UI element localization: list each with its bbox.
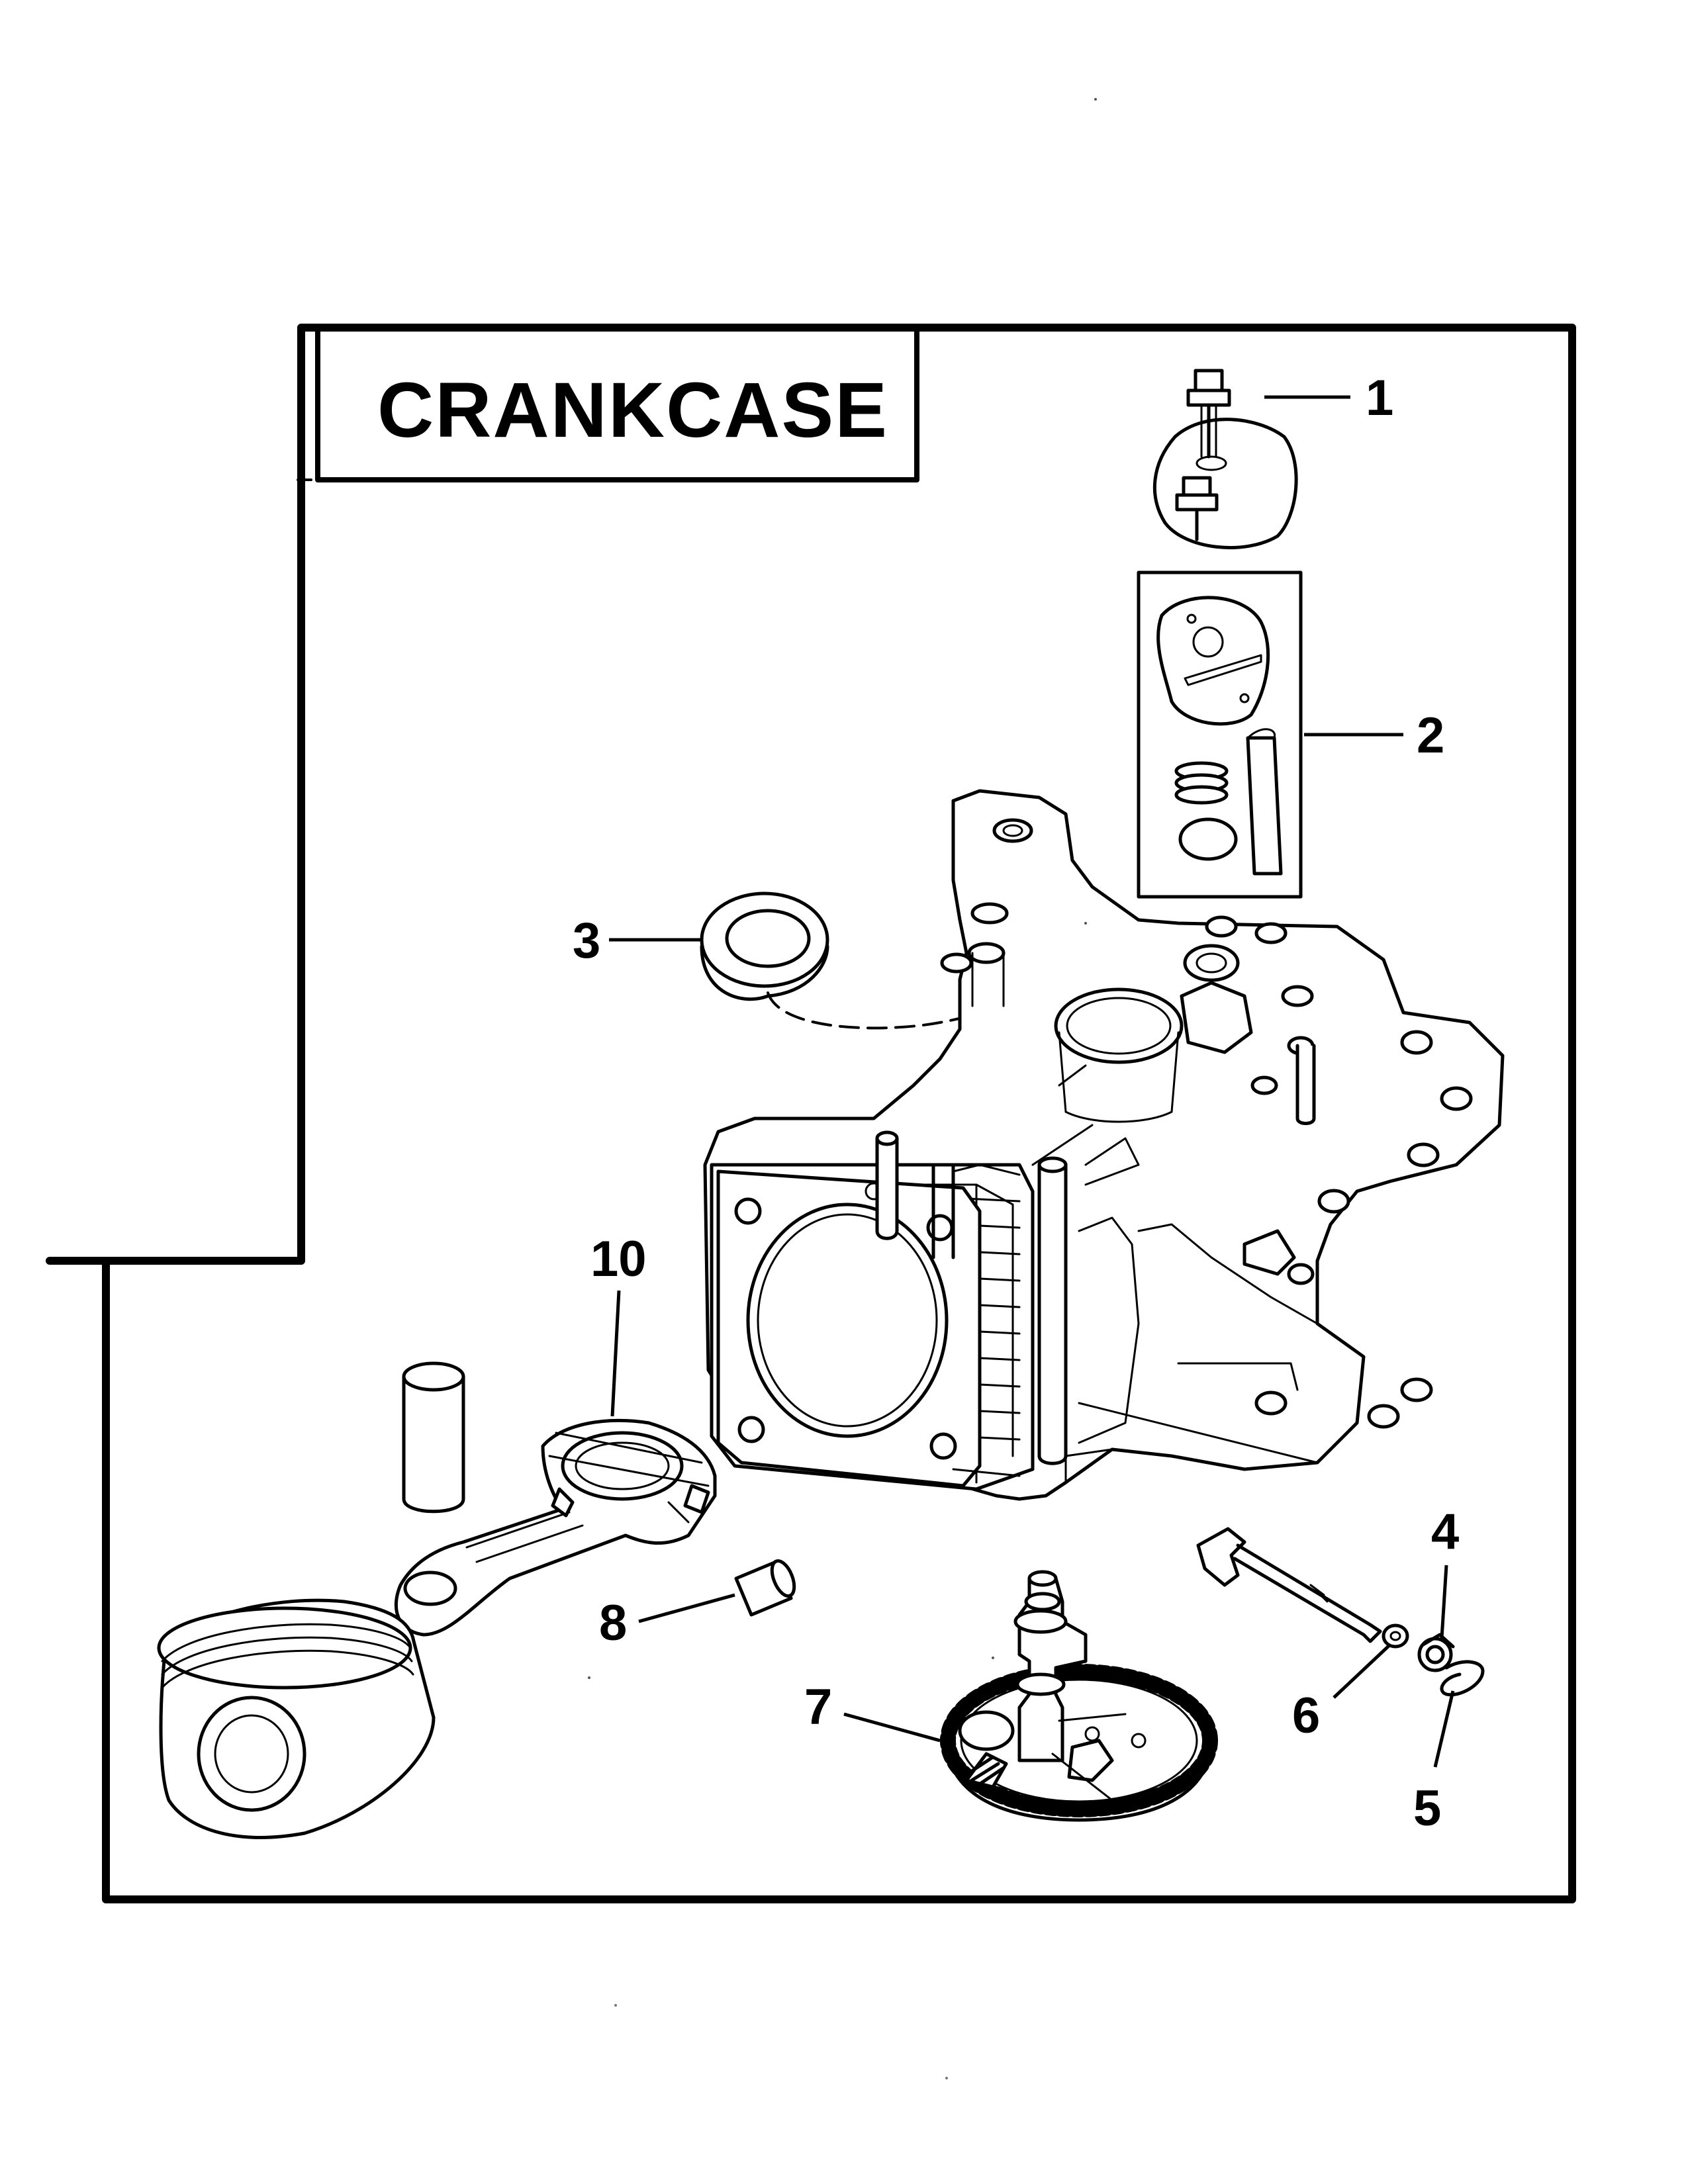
oil-seal-part — [700, 891, 1060, 1030]
governor-shaft-part — [1196, 1527, 1382, 1643]
callout-5: 5 — [1413, 1690, 1455, 1837]
callout-label: 6 — [1292, 1688, 1320, 1744]
callout-1: 1 — [1264, 370, 1393, 426]
connecting-rod-part — [394, 1361, 717, 1637]
dowel-pin-part — [734, 1559, 796, 1617]
crankcase-body — [703, 789, 1505, 1501]
governor-seal-part — [1417, 1633, 1455, 1672]
diagram-frame — [46, 324, 1576, 1903]
callout-label: 7 — [804, 1679, 832, 1735]
page-title: CRANKCASE — [377, 367, 888, 454]
callout-3: 3 — [573, 913, 702, 969]
callout-8: 8 — [599, 1593, 735, 1651]
callout-10: 10 — [590, 1231, 647, 1417]
callout-label: 8 — [599, 1595, 627, 1651]
callout-label: 2 — [1417, 707, 1444, 764]
title-box: CRANKCASE — [315, 328, 919, 482]
breather-kit-part — [1137, 570, 1303, 899]
callout-label: 1 — [1366, 370, 1393, 426]
camshaft-gear-part — [940, 1570, 1218, 1822]
callout-7: 7 — [804, 1679, 941, 1743]
callout-2: 2 — [1304, 707, 1444, 764]
callout-label: 4 — [1431, 1504, 1459, 1560]
callout-label: 10 — [590, 1231, 647, 1287]
callout-label: 3 — [573, 913, 600, 969]
breather-cover-part — [1152, 369, 1298, 549]
callout-4: 4 — [1431, 1504, 1459, 1639]
callout-6: 6 — [1292, 1643, 1391, 1744]
washer-part — [1382, 1623, 1409, 1649]
retaining-clip-part — [1440, 1660, 1485, 1697]
callout-label: 5 — [1413, 1780, 1441, 1837]
piston-part — [157, 1598, 436, 1839]
